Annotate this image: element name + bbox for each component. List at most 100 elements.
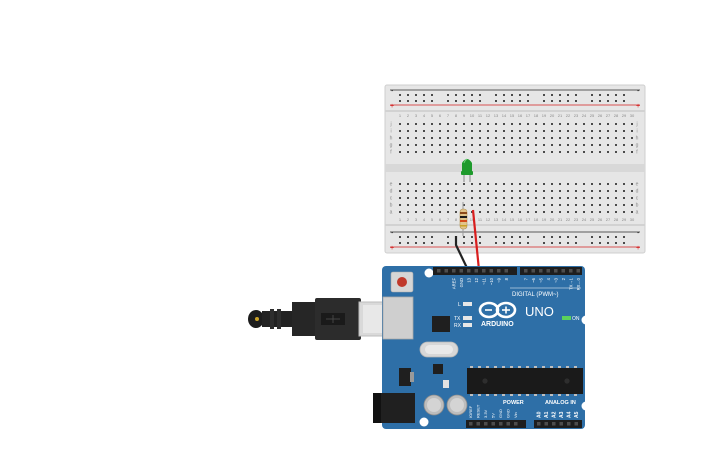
terminal-hole[interactable] bbox=[623, 137, 625, 139]
rail-hole[interactable] bbox=[543, 242, 545, 244]
rail-hole[interactable] bbox=[575, 100, 577, 102]
rail-hole[interactable] bbox=[607, 100, 609, 102]
terminal-hole[interactable] bbox=[431, 137, 433, 139]
terminal-hole[interactable] bbox=[471, 183, 473, 185]
rail-hole[interactable] bbox=[575, 242, 577, 244]
rail-hole[interactable] bbox=[575, 94, 577, 96]
terminal-hole[interactable] bbox=[399, 144, 401, 146]
digital-pin-hole[interactable] bbox=[504, 269, 509, 273]
rail-hole[interactable] bbox=[511, 236, 513, 238]
terminal-hole[interactable] bbox=[543, 190, 545, 192]
terminal-hole[interactable] bbox=[431, 183, 433, 185]
terminal-hole[interactable] bbox=[519, 130, 521, 132]
terminal-hole[interactable] bbox=[487, 204, 489, 206]
terminal-hole[interactable] bbox=[567, 211, 569, 213]
rail-hole[interactable] bbox=[399, 100, 401, 102]
terminal-hole[interactable] bbox=[583, 197, 585, 199]
terminal-hole[interactable] bbox=[447, 137, 449, 139]
terminal-hole[interactable] bbox=[607, 151, 609, 153]
terminal-hole[interactable] bbox=[407, 211, 409, 213]
terminal-hole[interactable] bbox=[559, 144, 561, 146]
terminal-hole[interactable] bbox=[503, 137, 505, 139]
terminal-hole[interactable] bbox=[415, 144, 417, 146]
terminal-hole[interactable] bbox=[607, 190, 609, 192]
digital-pin-hole[interactable] bbox=[444, 269, 449, 273]
analog-pin-hole[interactable] bbox=[574, 422, 579, 426]
red-wire[interactable] bbox=[471, 209, 481, 271]
rail-hole[interactable] bbox=[447, 236, 449, 238]
terminal-hole[interactable] bbox=[575, 197, 577, 199]
terminal-hole[interactable] bbox=[431, 123, 433, 125]
terminal-hole[interactable] bbox=[487, 137, 489, 139]
rail-hole[interactable] bbox=[471, 94, 473, 96]
terminal-hole[interactable] bbox=[439, 151, 441, 153]
rail-hole[interactable] bbox=[407, 236, 409, 238]
terminal-hole[interactable] bbox=[543, 197, 545, 199]
terminal-hole[interactable] bbox=[399, 137, 401, 139]
terminal-hole[interactable] bbox=[447, 151, 449, 153]
terminal-hole[interactable] bbox=[623, 123, 625, 125]
terminal-hole[interactable] bbox=[487, 130, 489, 132]
terminal-hole[interactable] bbox=[415, 190, 417, 192]
rail-hole[interactable] bbox=[599, 242, 601, 244]
rail-hole[interactable] bbox=[543, 100, 545, 102]
terminal-hole[interactable] bbox=[471, 144, 473, 146]
terminal-hole[interactable] bbox=[591, 197, 593, 199]
rail-hole[interactable] bbox=[575, 236, 577, 238]
terminal-hole[interactable] bbox=[471, 137, 473, 139]
power-pin-hole[interactable] bbox=[514, 422, 518, 426]
terminal-hole[interactable] bbox=[599, 183, 601, 185]
terminal-hole[interactable] bbox=[543, 183, 545, 185]
terminal-hole[interactable] bbox=[455, 183, 457, 185]
terminal-hole[interactable] bbox=[463, 144, 465, 146]
terminal-hole[interactable] bbox=[519, 197, 521, 199]
terminal-hole[interactable] bbox=[583, 123, 585, 125]
digital-pin-hole[interactable] bbox=[569, 269, 573, 273]
rail-hole[interactable] bbox=[615, 242, 617, 244]
terminal-hole[interactable] bbox=[511, 197, 513, 199]
terminal-hole[interactable] bbox=[623, 190, 625, 192]
terminal-hole[interactable] bbox=[399, 151, 401, 153]
terminal-hole[interactable] bbox=[471, 190, 473, 192]
rail-hole[interactable] bbox=[543, 94, 545, 96]
terminal-hole[interactable] bbox=[543, 204, 545, 206]
terminal-hole[interactable] bbox=[535, 123, 537, 125]
terminal-hole[interactable] bbox=[503, 183, 505, 185]
terminal-hole[interactable] bbox=[575, 123, 577, 125]
terminal-hole[interactable] bbox=[479, 190, 481, 192]
digital-pin-hole[interactable] bbox=[452, 269, 456, 273]
terminal-hole[interactable] bbox=[599, 211, 601, 213]
terminal-hole[interactable] bbox=[431, 190, 433, 192]
rail-hole[interactable] bbox=[599, 236, 601, 238]
terminal-hole[interactable] bbox=[615, 137, 617, 139]
terminal-hole[interactable] bbox=[407, 183, 409, 185]
terminal-hole[interactable] bbox=[503, 123, 505, 125]
terminal-hole[interactable] bbox=[439, 204, 441, 206]
rail-hole[interactable] bbox=[551, 100, 553, 102]
terminal-hole[interactable] bbox=[503, 211, 505, 213]
terminal-hole[interactable] bbox=[447, 211, 449, 213]
terminal-hole[interactable] bbox=[607, 183, 609, 185]
terminal-hole[interactable] bbox=[479, 123, 481, 125]
terminal-hole[interactable] bbox=[423, 197, 425, 199]
terminal-hole[interactable] bbox=[463, 151, 465, 153]
terminal-hole[interactable] bbox=[431, 204, 433, 206]
rail-hole[interactable] bbox=[399, 242, 401, 244]
digital-pin-hole[interactable] bbox=[561, 269, 566, 273]
terminal-hole[interactable] bbox=[575, 144, 577, 146]
rail-hole[interactable] bbox=[463, 94, 465, 96]
rail-hole[interactable] bbox=[479, 236, 481, 238]
terminal-hole[interactable] bbox=[615, 190, 617, 192]
rail-hole[interactable] bbox=[551, 94, 553, 96]
terminal-hole[interactable] bbox=[495, 197, 497, 199]
terminal-hole[interactable] bbox=[559, 137, 561, 139]
terminal-hole[interactable] bbox=[399, 183, 401, 185]
terminal-hole[interactable] bbox=[559, 151, 561, 153]
terminal-hole[interactable] bbox=[527, 130, 529, 132]
analog-pin-hole[interactable] bbox=[537, 422, 541, 426]
rail-hole[interactable] bbox=[399, 94, 401, 96]
rail-hole[interactable] bbox=[591, 100, 593, 102]
terminal-hole[interactable] bbox=[415, 183, 417, 185]
rail-hole[interactable] bbox=[447, 100, 449, 102]
digital-pin-hole[interactable] bbox=[459, 269, 464, 273]
